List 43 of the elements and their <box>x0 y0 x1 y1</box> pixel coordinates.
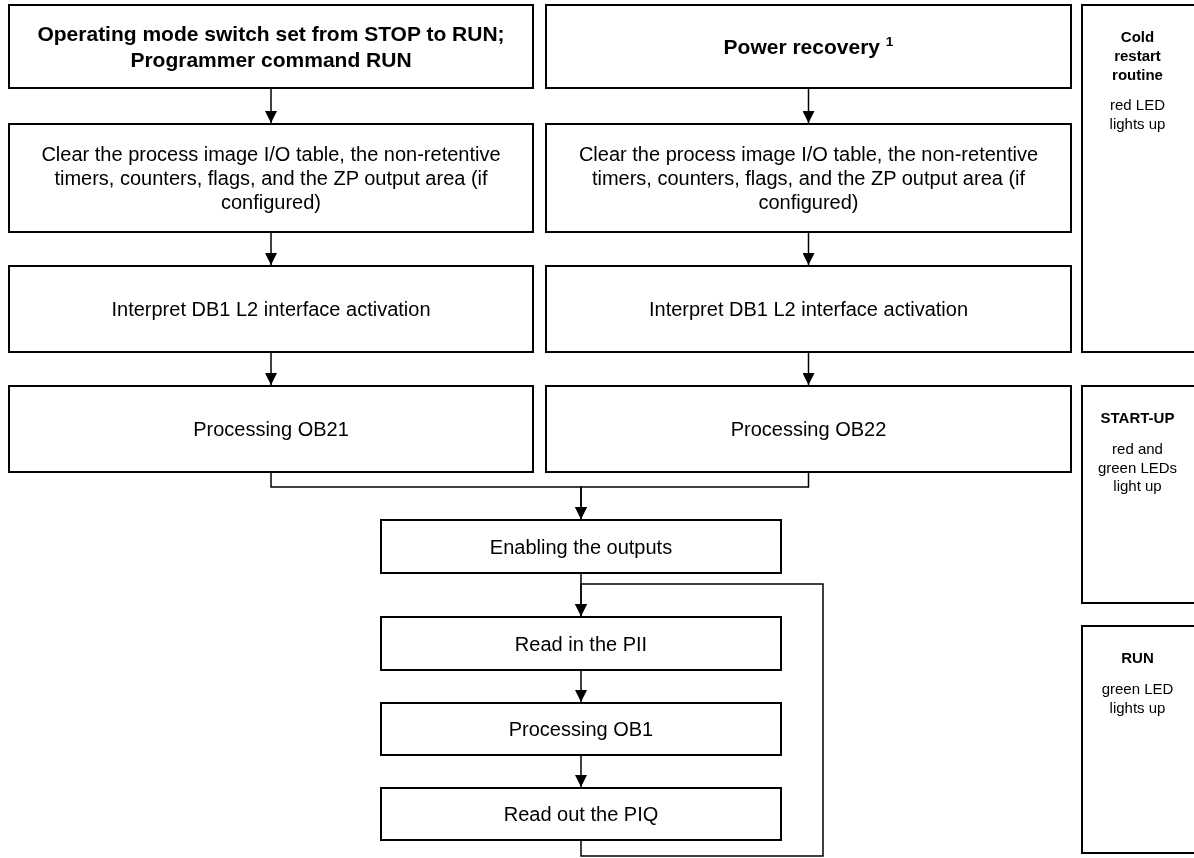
arrow <box>575 755 587 788</box>
process-box <box>8 123 534 233</box>
step-text: Clear the process image I/O table, the non-retentive timers, counters, flags, and the ZP output area (if configured) <box>40 142 502 214</box>
led-status-text: red LED lights up <box>1108 96 1167 134</box>
step-text: Clear the process image I/O table, the non-retentive timers, counters, flags, and the ZP output area (if configured) <box>577 142 1040 214</box>
phase-panel <box>1081 4 1194 353</box>
process-box <box>545 123 1072 233</box>
process-box <box>380 787 782 841</box>
phase-panel <box>1081 625 1194 854</box>
arrow <box>802 232 815 266</box>
process-box <box>380 702 782 756</box>
process-box <box>545 385 1072 473</box>
arrow <box>802 88 815 124</box>
led-status-text: green LED lights up <box>1100 679 1175 718</box>
arrow <box>265 352 277 386</box>
process-box <box>8 265 534 353</box>
process-box <box>545 265 1072 353</box>
step-text: Processing OB21 <box>193 417 349 441</box>
step-text: Read out the PIQ <box>503 802 659 826</box>
arrow <box>265 88 277 124</box>
process-box <box>8 385 534 473</box>
phase-panel <box>1081 385 1194 604</box>
step-text: Power recovery $^{1}$ <box>723 33 894 60</box>
step-text: Interpret DB1 L2 interface activation <box>648 297 969 321</box>
step-text: Enabling the outputs <box>489 534 673 559</box>
phase-title: RUN <box>1121 649 1154 668</box>
step-text: Read in the PII <box>514 631 648 656</box>
step-text: Processing OB22 <box>730 417 887 441</box>
arrow <box>265 232 277 266</box>
trigger-box <box>8 4 534 89</box>
step-text: Interpret DB1 L2 interface activation <box>111 297 431 321</box>
process-box <box>380 519 782 574</box>
trigger-box <box>545 4 1072 89</box>
process-box <box>380 616 782 671</box>
phase-title: Cold restart routine <box>1111 28 1164 85</box>
arrow <box>575 670 587 703</box>
arrow <box>802 352 815 386</box>
arrow <box>575 583 824 857</box>
led-status-text: red and green LEDs light up <box>1096 439 1179 496</box>
step-text: Processing OB1 <box>508 717 654 741</box>
step-text: Operating mode switch set from STOP to RUN; Programmer command RUN <box>36 21 506 72</box>
phase-title: START-UP <box>1100 409 1175 428</box>
arrow <box>575 472 810 520</box>
